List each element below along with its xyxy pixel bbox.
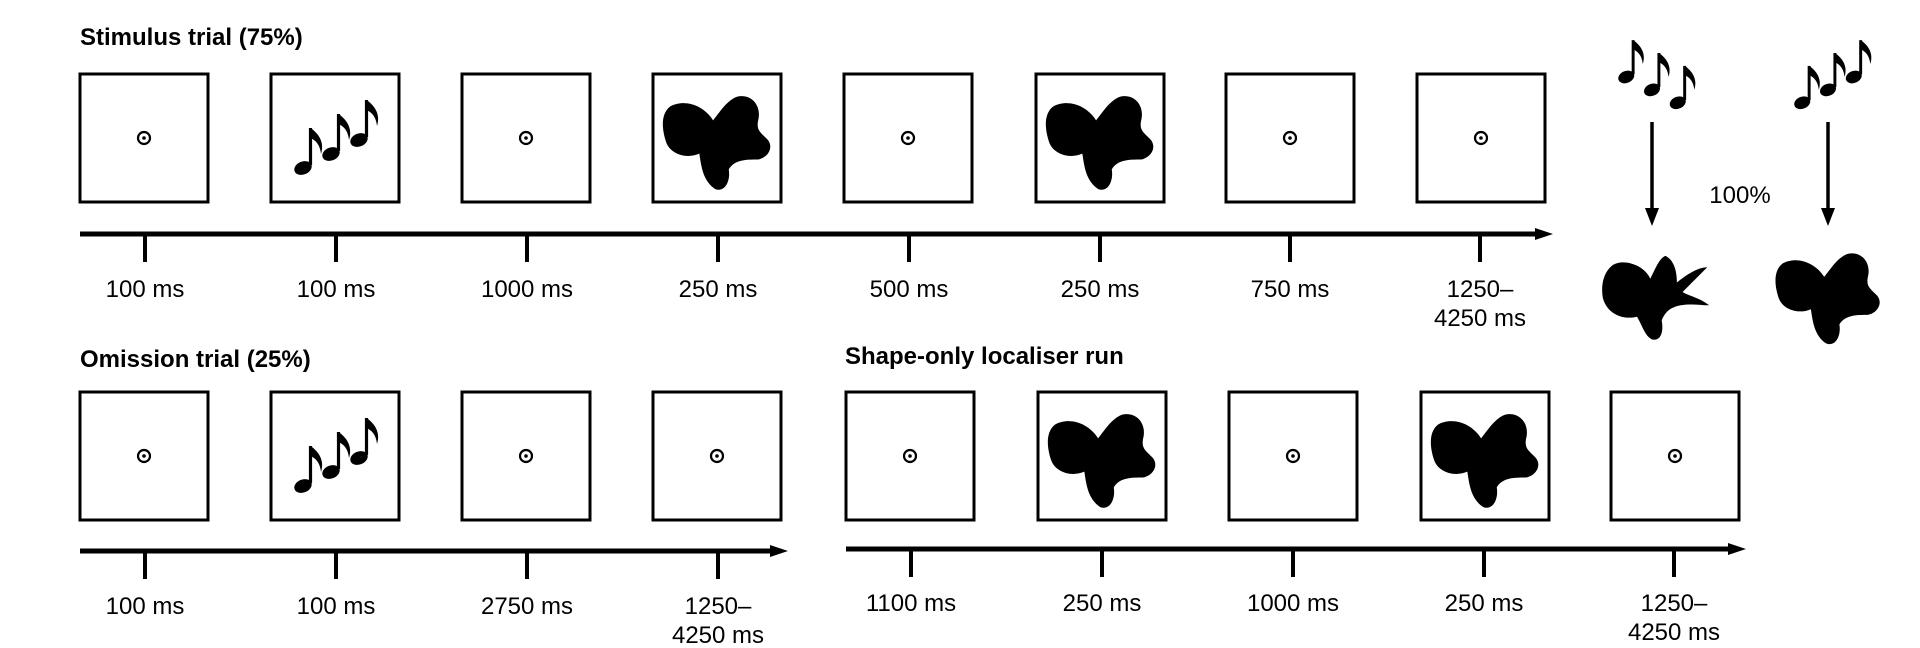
stimulus-trial-frame-fixation [1415, 72, 1547, 204]
omission-trial-frame-tones [269, 390, 401, 522]
stimulus-trial-frame-tones [269, 72, 401, 204]
omission-trial-frame-fixation [78, 390, 210, 522]
localiser-run-title: Shape-only localiser run [845, 343, 1124, 370]
stimulus-trial-axis-arrowhead [1535, 228, 1553, 240]
localiser-run-axis-arrowhead [1728, 543, 1746, 555]
stimulus-trial-frame-fixation [1224, 72, 1356, 204]
localiser-run-duration-label: 250 ms [1445, 590, 1524, 617]
tone-shape-mapping: 100% [1602, 40, 1880, 345]
descending-tones-icon [1616, 40, 1695, 111]
stimulus-trial-duration-label: 1250–4250 ms [1434, 276, 1526, 332]
omission-trial-duration-label: 100 ms [297, 593, 376, 620]
ascending-tones-icon [1792, 40, 1871, 111]
localiser-run-frame-fixation [844, 390, 976, 522]
omission-trial-title: Omission trial (25%) [80, 346, 311, 373]
omission-trial-frames [78, 390, 783, 522]
stimulus-trial-duration-label: 1000 ms [481, 276, 573, 303]
stimulus-trial-duration-label: 250 ms [1061, 276, 1140, 303]
stimulus-trial-duration-label: 500 ms [870, 276, 949, 303]
stimulus-trial-title: Stimulus trial (75%) [80, 24, 303, 51]
localiser-run-duration-label: 1100 ms [866, 590, 956, 617]
stimulus-trial-duration-label: 100 ms [106, 276, 185, 303]
stimulus-trial-timeline: 100 ms 100 ms 1000 ms 250 ms 500 ms 250 ms 750… [80, 228, 1553, 332]
omission-trial-duration-label: 1250–4250 ms [672, 593, 764, 648]
omission-trial-duration-label: 100 ms [106, 593, 185, 620]
stimulus-trial-frame-fixation [460, 72, 592, 204]
stimulus-trial-duration-label: 750 ms [1251, 276, 1330, 303]
localiser-run-frame-shape-a [1419, 390, 1551, 522]
stimulus-trial-frame-shape-a [1034, 72, 1166, 204]
omission-trial-timeline: 100 ms 100 ms 2750 ms 1250–4250 ms [80, 545, 788, 648]
mapping-probability: 100% [1709, 182, 1770, 209]
stimulus-trial-duration-label: 100 ms [297, 276, 376, 303]
localiser-run-frame-fixation [1227, 390, 1359, 522]
omission-trial-frame-fixation [651, 390, 783, 522]
stimulus-trial-frame-shape-a [651, 72, 783, 204]
stimulus-trial-duration-label: 250 ms [679, 276, 758, 303]
stimulus-trial-frame-fixation [842, 72, 974, 204]
stimulus-trial-frame-fixation [78, 72, 210, 204]
mapping-arrow-left [1645, 122, 1659, 226]
mapping-arrow-right [1821, 122, 1835, 226]
shape-b-icon [1602, 255, 1710, 340]
localiser-run-duration-label: 1250–4250 ms [1628, 590, 1720, 646]
localiser-run-duration-label: 1000 ms [1247, 590, 1339, 617]
localiser-run-timeline: 1100 ms 250 ms 1000 ms 250 ms 1250–4250 ms [846, 543, 1746, 646]
omission-trial-duration-label: 2750 ms [481, 593, 573, 620]
localiser-run-duration-label: 250 ms [1063, 590, 1142, 617]
localiser-run-frame-fixation [1609, 390, 1741, 522]
localiser-run-frames [844, 390, 1741, 522]
localiser-run-frame-shape-a [1036, 390, 1168, 522]
omission-trial-axis-arrowhead [770, 545, 788, 557]
omission-trial-frame-fixation [460, 390, 592, 522]
stimulus-trial-frames [78, 72, 1547, 204]
shape-a-icon [1775, 253, 1880, 345]
